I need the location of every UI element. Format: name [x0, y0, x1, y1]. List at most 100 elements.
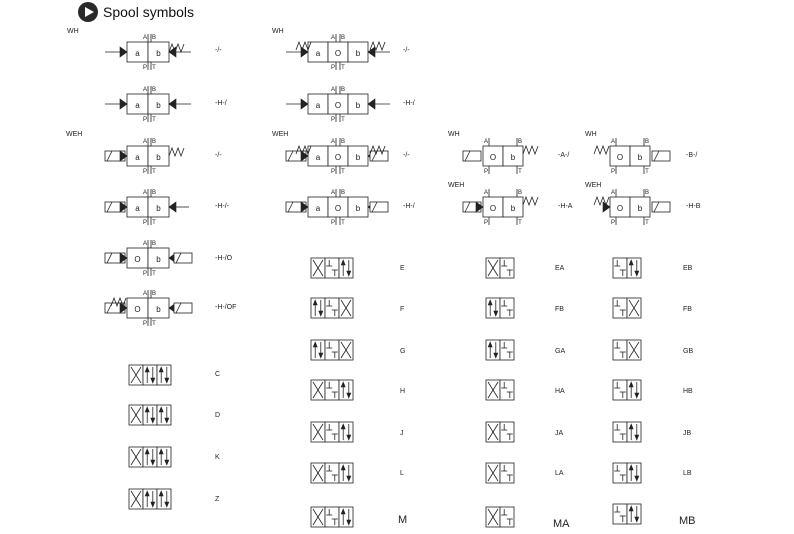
spring-icon [593, 144, 610, 156]
spool-cell [499, 297, 515, 319]
port-label-t: T [341, 65, 345, 71]
port-label-p: P [143, 220, 147, 226]
solenoid-diagonal [653, 150, 660, 162]
arrowhead-icon [340, 464, 346, 471]
cross-line [340, 341, 352, 359]
arrowhead-icon [144, 366, 150, 373]
valve-box-label: O [617, 153, 623, 162]
spool-cell [612, 421, 628, 443]
cross-line [312, 381, 324, 399]
valve-code: -/- [403, 152, 410, 159]
cross-line [487, 464, 499, 482]
valve-box-label: O [490, 153, 496, 162]
spool-cell [338, 257, 354, 279]
valve-box-label: O [134, 255, 140, 264]
spool-cell [485, 297, 501, 319]
pilot-arrow-icon [119, 201, 128, 213]
arrowhead-icon [634, 392, 640, 399]
valve-code: -/- [403, 47, 410, 54]
arrowhead-icon [164, 417, 170, 424]
arrowhead-icon [318, 352, 324, 359]
port-label-p: P [143, 169, 147, 175]
spring-icon [369, 40, 386, 52]
arrowhead-icon [144, 490, 150, 497]
spool-cell [324, 339, 340, 361]
pilot-arrow-icon [119, 252, 128, 264]
port-label-p: P [143, 117, 147, 123]
port-label-t: T [645, 169, 649, 175]
valve-box-b [502, 196, 524, 218]
arrowhead-icon [144, 406, 150, 413]
valve-box-label: a [135, 49, 140, 58]
spool-cell [142, 404, 158, 426]
spool-cell [324, 462, 340, 484]
section-header: Spool symbols [78, 1, 194, 23]
solenoid-diagonal [464, 150, 471, 162]
spool-code: LA [555, 470, 564, 477]
valve-box-label: b [156, 255, 161, 264]
valve-box-label: b [511, 153, 516, 162]
port-label-p: P [331, 65, 335, 71]
arrowhead-icon [487, 299, 493, 306]
spool-cell [612, 297, 628, 319]
spool-cell [612, 379, 628, 401]
spool-code: EB [683, 265, 693, 272]
spool-code: JB [683, 430, 692, 437]
valve-code: -H-/ [403, 203, 415, 210]
spool-code: H [400, 388, 406, 395]
port-label-a: A [143, 139, 147, 145]
spool-cell [324, 257, 340, 279]
arrowhead-icon [493, 310, 499, 317]
port-label-t: T [518, 220, 522, 226]
spool-cell [626, 257, 642, 279]
valve-box-label: a [316, 49, 321, 58]
pilot-arrow-icon [300, 98, 309, 110]
port-label-b: B [152, 87, 156, 93]
spool-cell [338, 421, 354, 443]
pilot-arrow-icon [168, 46, 177, 58]
valve-box-b [629, 196, 651, 218]
arrowhead-icon [634, 516, 640, 523]
port-label-t: T [152, 117, 156, 123]
arrowhead-icon [158, 490, 164, 497]
cross-line [487, 508, 499, 526]
port-label-t: T [152, 321, 156, 327]
control-label-weh: WEH [585, 182, 602, 189]
spool-code: E [400, 265, 405, 272]
port-label-t: T [645, 220, 649, 226]
port-label-a: A [331, 139, 335, 145]
spool-cell [499, 257, 515, 279]
valve-box-label: b [356, 49, 361, 58]
spool-cell [499, 421, 515, 443]
control-label-weh: WEH [66, 131, 83, 138]
spool-cell [142, 488, 158, 510]
port-label-a: A [143, 87, 147, 93]
valve-box-label: b [156, 153, 161, 162]
arrowhead-icon [150, 501, 156, 508]
spool-code: Z [215, 496, 220, 503]
pilot-arrow-icon [168, 201, 177, 213]
spool-cell [626, 462, 642, 484]
arrowhead-icon [312, 299, 318, 306]
port-label-b: B [341, 35, 345, 41]
cross-line [312, 423, 324, 441]
spool-cell [156, 446, 172, 468]
spool-code: JA [555, 430, 564, 437]
spool-code: GA [555, 348, 566, 355]
control-label-wh: WH [448, 131, 460, 138]
cross-line [628, 341, 640, 359]
spool-code: F [400, 306, 405, 313]
pilot-arrow-icon [300, 46, 309, 58]
pilot-arrow-icon [119, 98, 128, 110]
port-label-t: T [341, 169, 345, 175]
valve-box-label: b [356, 101, 361, 110]
spool-cell [310, 339, 326, 361]
arrowhead-icon [164, 459, 170, 466]
port-label-t: T [152, 169, 156, 175]
port-label-p: P [484, 169, 488, 175]
arrowhead-icon [628, 259, 634, 266]
spool-code: G [400, 348, 406, 355]
valve-code: -H-/ [403, 100, 415, 107]
arrowhead-icon [487, 341, 493, 348]
valve-box-label: b [156, 305, 161, 314]
